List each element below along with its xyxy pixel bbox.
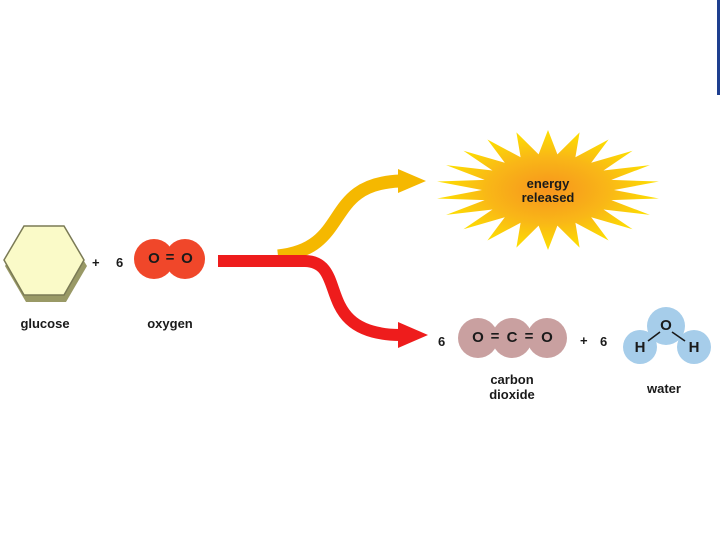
products-arrow-head (398, 322, 428, 348)
co2-atom-center-symbol: C (506, 329, 518, 346)
slide-edge-bar (717, 0, 720, 95)
water-oxygen-symbol: O (660, 317, 672, 334)
energy-label-line2: released (521, 190, 575, 205)
products-arrow-shaft (218, 255, 401, 341)
energy-arrow-head (398, 169, 426, 193)
water-hydrogen-right (677, 330, 711, 364)
oxygen-atom-right-symbol: O (181, 250, 193, 267)
water-hydrogen-right-symbol: H (688, 339, 700, 356)
glucose-label: glucose (20, 316, 70, 331)
co2-atom-right (527, 318, 567, 358)
energy-burst (437, 130, 659, 250)
water-bond-left (647, 331, 661, 342)
co2-label-line1: carbon (490, 372, 534, 387)
energy-label-line1: energy (526, 176, 570, 191)
plus-sign-reactants: + (92, 255, 100, 270)
co2-atom-center (492, 318, 532, 358)
oxygen-atom-right (165, 239, 205, 279)
co2-atom-left-symbol: O (472, 329, 484, 346)
energy-arrow-shaft (277, 174, 401, 263)
co2-bond-left-symbol: = (490, 328, 500, 345)
co2-bond-right-symbol: = (524, 328, 534, 345)
water-label: water (647, 381, 681, 396)
oxygen-label: oxygen (147, 316, 193, 331)
co2-atom-left (458, 318, 498, 358)
oxygen-atom-left (134, 239, 174, 279)
water-coefficient: 6 (600, 334, 608, 349)
co2-label-line2: dioxide (489, 387, 535, 402)
water-hydrogen-left (623, 330, 657, 364)
glucose-hexagon (3, 225, 85, 296)
co2-atom-right-symbol: O (541, 329, 553, 346)
oxygen-coefficient: 6 (116, 255, 124, 270)
oxygen-bond-symbol: = (165, 249, 175, 266)
co2-coefficient: 6 (438, 334, 446, 349)
oxygen-atom-left-symbol: O (148, 250, 160, 267)
water-hydrogen-left-symbol: H (634, 339, 646, 356)
plus-sign-products: + (580, 333, 588, 348)
water-bond-right (671, 331, 686, 342)
